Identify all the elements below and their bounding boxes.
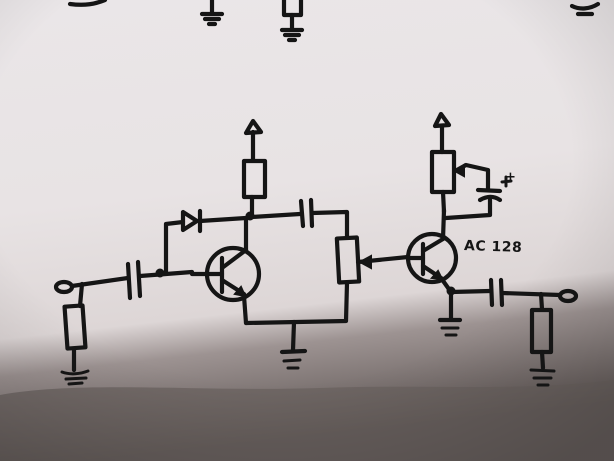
output-resistor (529, 291, 556, 387)
coupling-capacitor (249, 197, 350, 239)
top-partial-circuit (67, 0, 601, 43)
base-node (155, 219, 186, 278)
polarity-mark: + (505, 170, 517, 185)
q2-collector-potentiometer (429, 111, 491, 215)
output-capacitor (488, 277, 579, 308)
feedback-diode (180, 208, 249, 234)
electrolytic-capacitor (443, 175, 513, 221)
output-node (437, 286, 493, 337)
collector-resistor (241, 118, 268, 221)
emitter-ground-line (243, 280, 350, 370)
transistor-label: AC 128 (463, 237, 523, 257)
input-resistor (60, 281, 90, 386)
transistor-q1 (189, 215, 262, 326)
transistor-q2 (405, 207, 459, 295)
potentiometer (334, 235, 411, 285)
